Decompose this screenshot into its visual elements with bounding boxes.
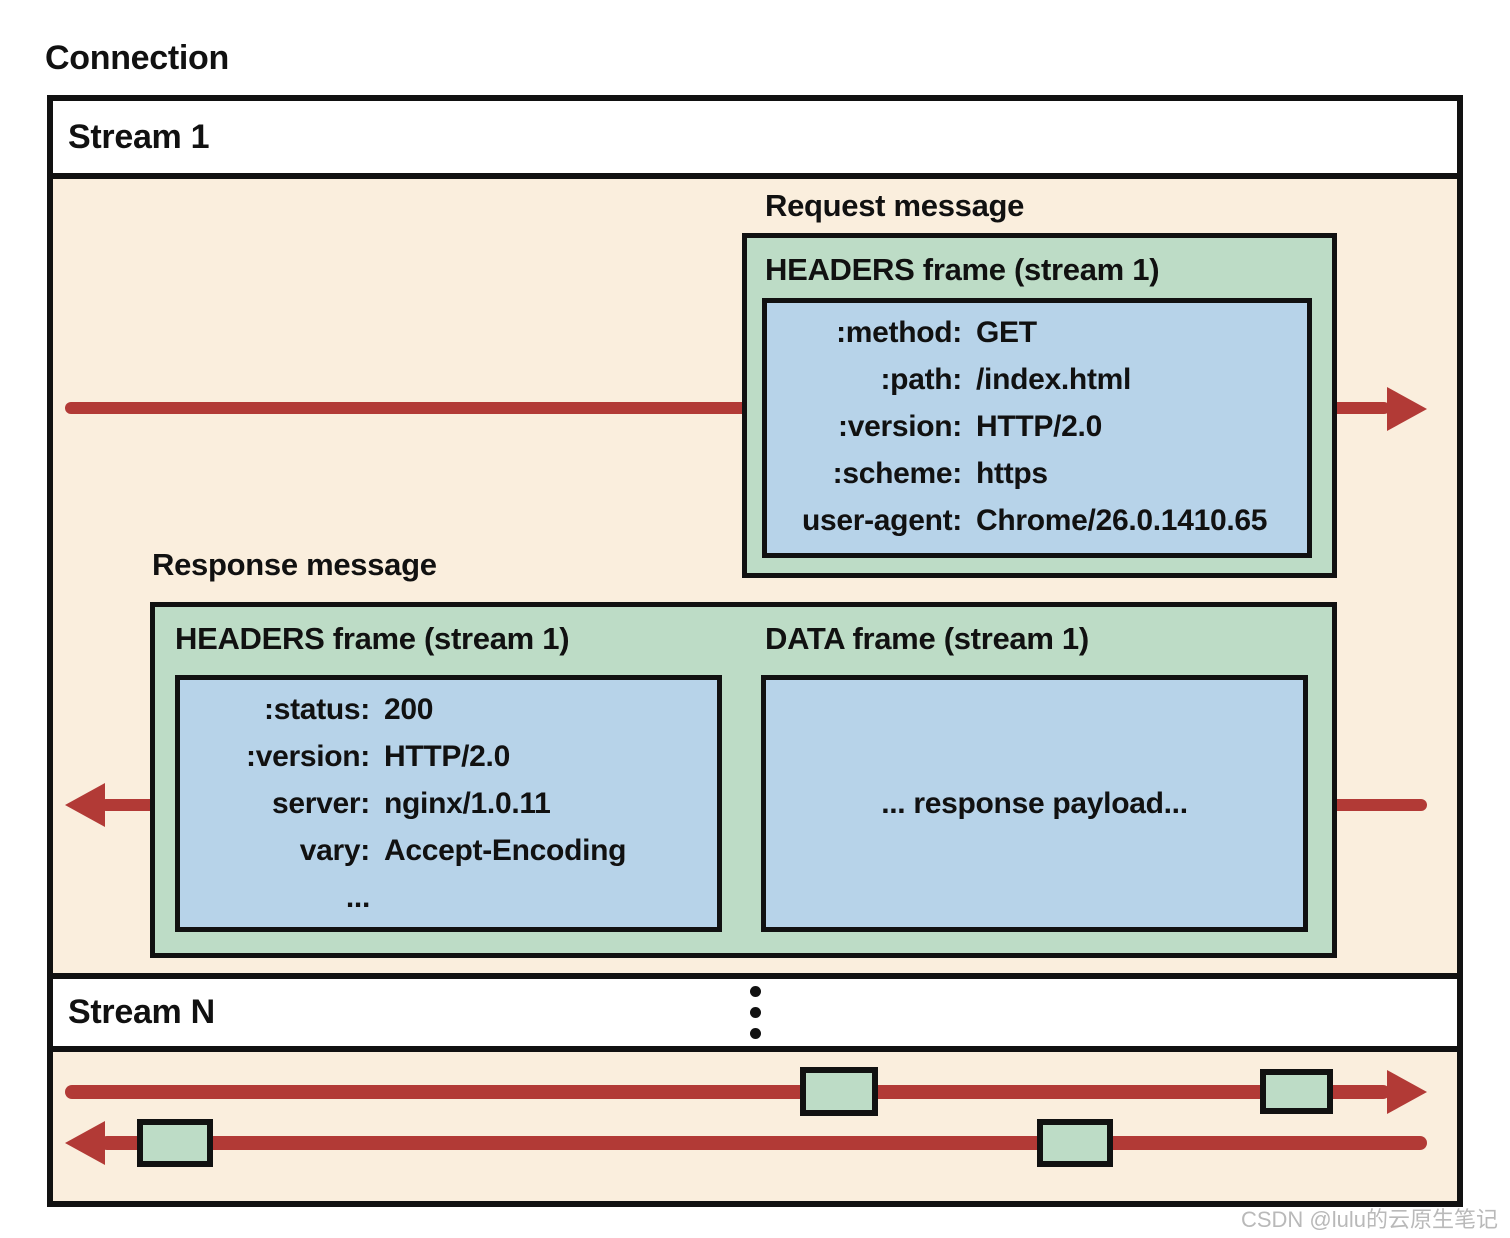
- frame-chip: [137, 1119, 213, 1167]
- request-headers-box: :method: GET :path: /index.html :version…: [762, 298, 1312, 558]
- header-key: user-agent:: [801, 503, 962, 537]
- streamN-request-arrow-line: [65, 1085, 1390, 1099]
- header-value: GET: [976, 315, 1037, 349]
- header-row: vary: Accept-Encoding: [180, 827, 717, 874]
- frame-chip: [1260, 1069, 1333, 1114]
- header-row: :method: GET: [767, 309, 1307, 356]
- header-row: user-agent: Chrome/26.0.1410.65: [767, 497, 1307, 544]
- header-value: Chrome/26.0.1410.65: [976, 503, 1268, 537]
- header-key: :status:: [264, 692, 370, 726]
- header-value: 200: [384, 692, 434, 726]
- header-row: :scheme: https: [767, 450, 1307, 497]
- vertical-ellipsis-icon: [750, 986, 761, 1049]
- header-key: server:: [272, 786, 370, 820]
- request-headers-frame: HEADERS frame (stream 1) :method: GET :p…: [742, 233, 1337, 578]
- frame-chip: [800, 1067, 878, 1116]
- watermark: CSDN @lulu的云原生笔记: [1240, 1207, 1498, 1232]
- header-value: /index.html: [976, 362, 1132, 396]
- frame-chip: [1037, 1119, 1113, 1167]
- header-value: HTTP/2.0: [384, 739, 510, 773]
- stream1-content: Request message HEADERS frame (stream 1)…: [53, 179, 1457, 979]
- header-value: https: [976, 456, 1048, 490]
- header-key: :path:: [880, 362, 962, 396]
- header-key: :version:: [838, 409, 962, 443]
- stream1-band: Stream 1: [53, 101, 1457, 179]
- header-row: ...: [180, 874, 717, 921]
- ellipsis-dot: [750, 1028, 761, 1039]
- header-row: :version: HTTP/2.0: [767, 403, 1307, 450]
- request-arrow-head-icon: [1387, 387, 1427, 431]
- streamN-response-arrow-line: [100, 1136, 1427, 1150]
- header-row: server: nginx/1.0.11: [180, 780, 717, 827]
- response-data-frame-title: DATA frame (stream 1): [765, 621, 1089, 656]
- streamN-label: Stream N: [68, 993, 215, 1031]
- header-key: vary:: [299, 833, 371, 867]
- connection-label: Connection: [45, 39, 229, 77]
- response-data-box: ... response payload...: [761, 675, 1308, 932]
- header-key: ...: [345, 880, 370, 914]
- header-key: :method:: [836, 315, 962, 349]
- ellipsis-dot: [750, 1007, 761, 1018]
- stream1-label: Stream 1: [68, 117, 210, 156]
- streamN-request-arrow-head-icon: [1387, 1070, 1427, 1114]
- header-row: :version: HTTP/2.0: [180, 733, 717, 780]
- header-value: HTTP/2.0: [976, 409, 1102, 443]
- header-key: :version:: [246, 739, 370, 773]
- response-payload-text: ... response payload...: [881, 786, 1188, 820]
- response-frame: HEADERS frame (stream 1) DATA frame (str…: [150, 602, 1337, 958]
- header-row: :path: /index.html: [767, 356, 1307, 403]
- connection-box: Stream 1 Request message HEADERS frame (…: [47, 95, 1463, 1207]
- header-value: Accept-Encoding: [384, 833, 627, 867]
- streamN-content: [53, 1052, 1457, 1195]
- streamN-response-arrow-head-icon: [65, 1121, 105, 1165]
- streamN-band: Stream N: [53, 979, 1457, 1052]
- request-message-label: Request message: [765, 188, 1025, 223]
- header-key: :scheme:: [832, 456, 963, 490]
- response-message-label: Response message: [152, 547, 437, 582]
- header-value: nginx/1.0.11: [384, 786, 551, 820]
- response-headers-list: :status: 200 :version: HTTP/2.0 server: …: [180, 680, 717, 921]
- header-row: :status: 200: [180, 686, 717, 733]
- response-headers-frame-title: HEADERS frame (stream 1): [175, 621, 570, 656]
- request-headers-list: :method: GET :path: /index.html :version…: [767, 303, 1307, 544]
- request-headers-frame-title: HEADERS frame (stream 1): [765, 252, 1160, 287]
- ellipsis-dot: [750, 986, 761, 997]
- response-arrow-head-icon: [65, 783, 105, 827]
- response-headers-box: :status: 200 :version: HTTP/2.0 server: …: [175, 675, 722, 932]
